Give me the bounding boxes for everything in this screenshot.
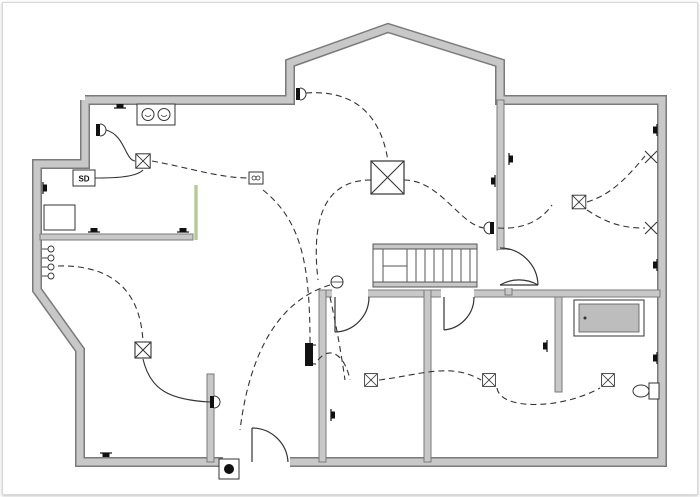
electrical-panel <box>305 343 316 366</box>
outer-walls <box>32 22 667 467</box>
ceiling-light-icon <box>134 341 152 359</box>
staircase <box>372 243 478 288</box>
switch-icon <box>652 258 658 272</box>
door-upper-right[interactable] <box>498 247 542 288</box>
wall-fixture-icon <box>210 395 221 409</box>
switch-icon <box>87 227 101 233</box>
smoke-detector-label: SD <box>78 175 89 184</box>
switch-icon <box>330 408 336 422</box>
door-bedroom-left[interactable] <box>332 287 370 333</box>
switch-icon <box>99 452 113 458</box>
wiring-solid <box>94 129 211 403</box>
multi-outlet-strip <box>42 245 55 280</box>
switch-icon <box>490 174 496 188</box>
ceiling-light-icon <box>364 373 378 387</box>
outer-walls-fill <box>33 24 666 466</box>
doorbell-icon <box>330 275 344 289</box>
switch-icon <box>508 152 514 166</box>
wall-fixture-icon <box>96 123 107 137</box>
smoke-detector: SD <box>72 169 96 187</box>
toilet <box>632 382 660 400</box>
floor-drain <box>218 458 240 480</box>
ceiling-light-icon <box>571 194 587 210</box>
interior-walls <box>39 99 661 463</box>
three-way-switch-icon <box>644 150 658 235</box>
switch-icon <box>652 123 658 137</box>
bathtub <box>573 299 645 337</box>
ceiling-light-large-icon <box>370 160 405 195</box>
switch-icon <box>652 351 658 365</box>
switch-icon <box>42 181 48 195</box>
fan-outlet <box>248 171 264 185</box>
ceiling-light-icon <box>482 373 496 387</box>
switch-icon <box>542 339 548 353</box>
ceiling-light-icon <box>135 153 151 169</box>
wiring <box>57 92 646 431</box>
stove <box>136 103 176 126</box>
ceiling-light-icon <box>601 373 615 387</box>
washer <box>43 204 76 231</box>
door-entry[interactable] <box>251 427 289 466</box>
wall-fixture-icon <box>483 221 494 235</box>
wall-fixture-icon <box>296 87 307 101</box>
door-bedroom-middle[interactable] <box>441 287 475 331</box>
switch-icon <box>176 227 190 233</box>
